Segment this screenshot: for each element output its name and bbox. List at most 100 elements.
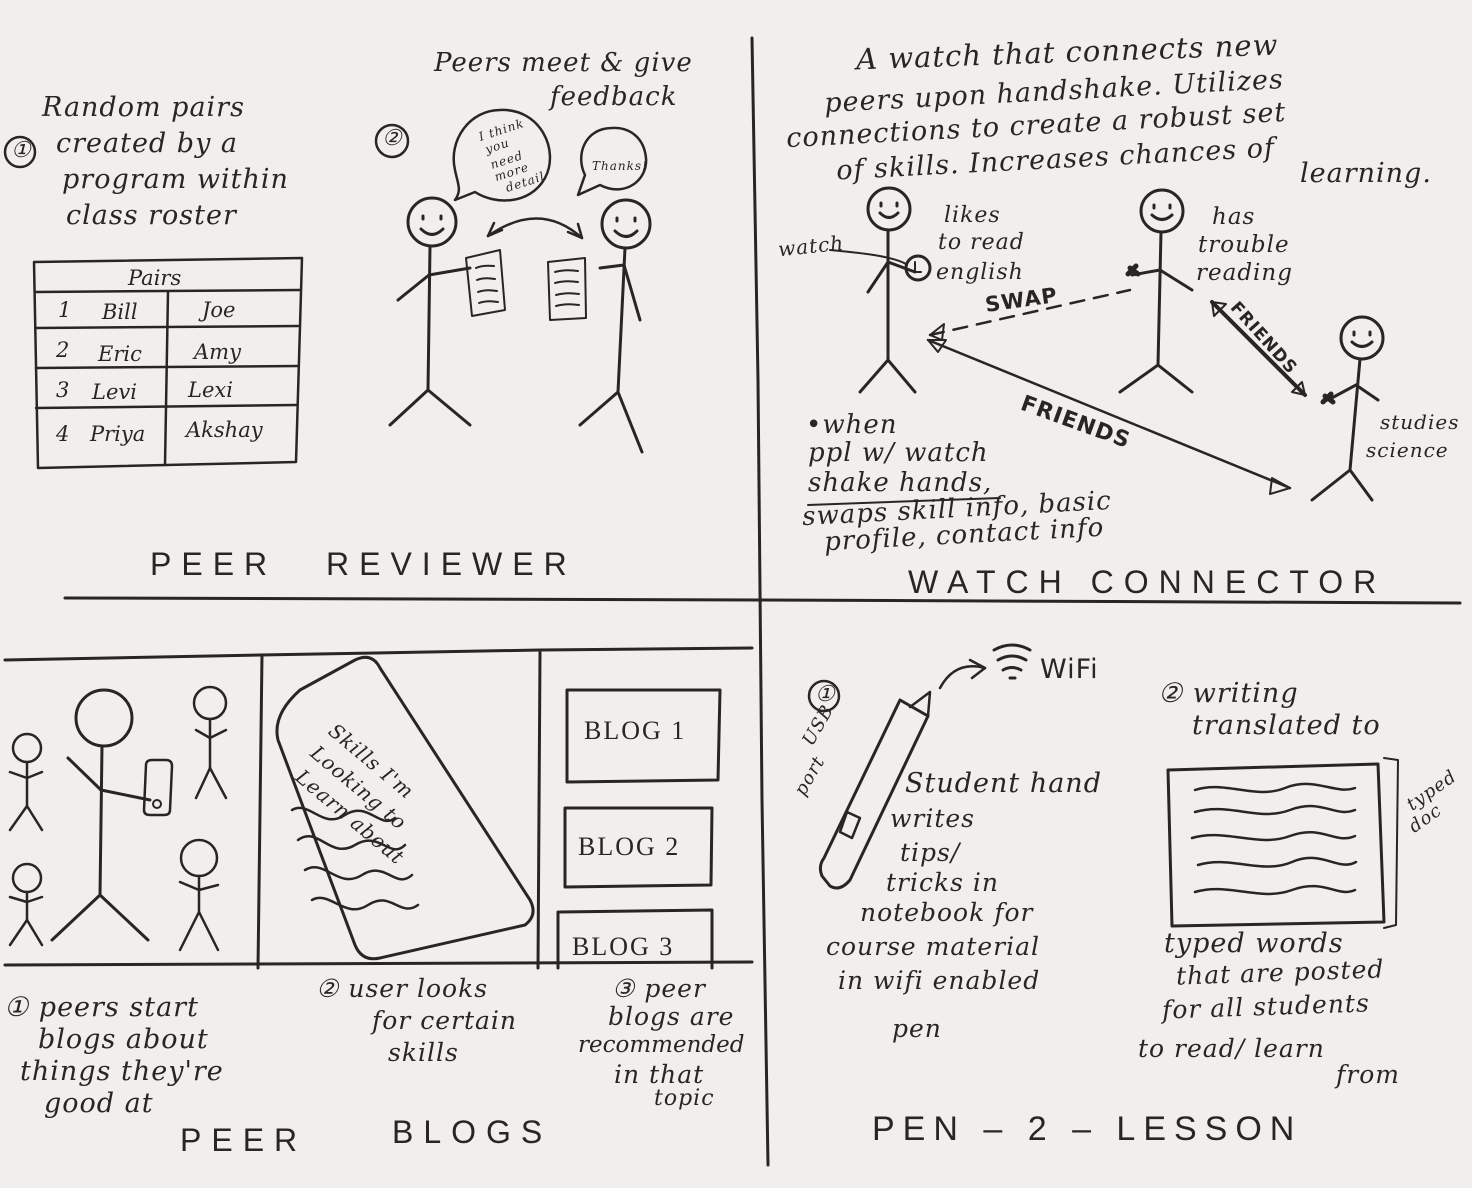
peers-meet-line-1: Peers meet & give	[434, 48, 693, 78]
stick-figure-large	[50, 688, 152, 942]
table-title: Pairs	[128, 266, 182, 290]
pen-desc-line-3: tips/	[900, 838, 961, 867]
pen-desc-line-5: notebook for	[860, 898, 1034, 927]
row-2-number: 2	[56, 338, 70, 362]
writing-translated-line-2: translated to	[1192, 710, 1381, 741]
row-1-number: 1	[58, 298, 72, 322]
caption1-line-4: good at	[44, 1088, 154, 1119]
feedback-arrow	[486, 217, 584, 240]
step-circle-1	[3, 135, 37, 169]
caption1-line-1: ① peers start	[4, 992, 199, 1023]
row-4-number: 4	[56, 422, 70, 446]
shake-hands-underline	[807, 497, 1001, 506]
typed-document	[1166, 762, 1386, 928]
row-4-name-b: Akshay	[186, 418, 263, 442]
step-circle-2	[374, 123, 410, 159]
title-watch-connector: WATCH CONNECTOR	[908, 564, 1387, 600]
person-has-trouble-reading	[1118, 188, 1194, 394]
watch-icon-2	[1125, 263, 1141, 277]
person1-line-3: english	[936, 260, 1024, 285]
roster-desc-line-3: program within	[62, 164, 289, 195]
title-peer: PEER	[150, 546, 278, 582]
blogs-strip-divider-1	[256, 653, 264, 970]
when-line-1: •when	[806, 410, 898, 440]
wifi-arrow	[938, 665, 987, 690]
smart-pen	[818, 698, 930, 890]
pen-desc-line-7: in wifi enabled	[838, 966, 1041, 995]
paper-right	[547, 257, 587, 321]
stick-figure-right	[578, 198, 652, 454]
step-circle-pen-1	[807, 679, 841, 713]
watch-pointer	[829, 249, 907, 265]
pen-desc-line-1: Student hand	[905, 768, 1102, 799]
roster-desc-line-4: class roster	[66, 200, 237, 231]
person-studies-science	[1310, 315, 1385, 502]
row-4-name-a: Priya	[90, 422, 146, 446]
caption1-line-3: things they're	[20, 1056, 224, 1087]
tablet-text-wavy	[290, 806, 420, 911]
row-1-name-b: Joe	[202, 298, 236, 322]
stick-figure-small-3	[8, 862, 44, 947]
stick-figure-small-2	[192, 685, 228, 800]
watch-label: watch	[776, 230, 846, 262]
writing-translated-line-1: ② writing	[1158, 678, 1299, 709]
blog-2-label[interactable]: BLOG 2	[578, 832, 681, 861]
row-3-name-b: Lexi	[188, 378, 233, 402]
caption3-line-5: topic	[654, 1086, 715, 1111]
step-number-2: ②	[382, 126, 403, 151]
blogs-strip-bottom	[3, 960, 754, 967]
caption1-line-2: blogs about	[38, 1024, 209, 1055]
row-2-name-a: Eric	[98, 342, 142, 366]
pen-desc-line-2: writes	[890, 804, 976, 833]
watch-icon-3	[1320, 391, 1336, 405]
stick-figure-small-4	[178, 838, 220, 952]
speech-bubble-left	[452, 108, 552, 202]
watch-icon	[904, 254, 932, 282]
usb-port	[838, 810, 862, 840]
pairs-table	[32, 256, 304, 470]
blog-box-3	[556, 908, 714, 970]
pen-step-number-1: ①	[815, 682, 836, 707]
friends-line-short	[1210, 300, 1307, 397]
friends-line-long	[926, 338, 1292, 490]
row-1-name-a: Bill	[102, 300, 138, 324]
typed-words-line-5: from	[1336, 1060, 1400, 1089]
caption3-line-2: blogs are	[608, 1002, 735, 1031]
roster-desc-line-2: created by a	[56, 128, 239, 159]
watch-desc-line-5: learning.	[1300, 158, 1432, 189]
row-3-number: 3	[56, 378, 70, 402]
blog-3-label[interactable]: BLOG 3	[572, 932, 675, 961]
typed-doc-text-wavy	[1190, 782, 1358, 896]
person1-line-1: likes	[944, 203, 1001, 228]
caption3-line-3: recommended	[578, 1032, 745, 1058]
title-peer-blogs-right: BLOGS	[392, 1114, 553, 1150]
peers-meet-line-2: feedback	[550, 82, 678, 112]
blog-box-1	[565, 688, 722, 784]
person2-line-3: reading	[1196, 260, 1293, 286]
pen-desc-line-8: pen	[892, 1014, 942, 1043]
roster-desc-line-1: Random pairs	[42, 92, 245, 123]
tablet-device	[275, 655, 535, 961]
person-likes-english	[858, 186, 917, 394]
caption3-line-1: ③ peer	[612, 974, 706, 1003]
paper-left	[465, 249, 506, 317]
swap-line	[928, 288, 1132, 337]
caption2-line-2: for certain	[372, 1006, 517, 1035]
caption2-line-1: ② user looks	[316, 974, 489, 1003]
title-pen-2-lesson: PEN – 2 – LESSON	[872, 1110, 1303, 1148]
typed-words-line-4: to read/ learn	[1138, 1034, 1325, 1063]
bubble-right-text: Thanks!	[592, 159, 648, 173]
caption2-line-3: skills	[388, 1038, 459, 1067]
typed-words-line-2: that are posted	[1175, 954, 1385, 991]
typed-words-line-3: for all students	[1161, 988, 1371, 1025]
stick-figure-small-1	[8, 732, 44, 832]
person2-line-2: trouble	[1198, 232, 1290, 258]
typed-doc-bracket	[1383, 757, 1399, 929]
title-reviewer: REVIEWER	[326, 546, 577, 582]
title-peer-blogs-left: PEER	[180, 1122, 308, 1158]
when-line-2: ppl w/ watch	[808, 438, 989, 468]
person3-line-1: studies	[1380, 410, 1460, 434]
blog-1-label[interactable]: BLOG 1	[584, 716, 687, 745]
